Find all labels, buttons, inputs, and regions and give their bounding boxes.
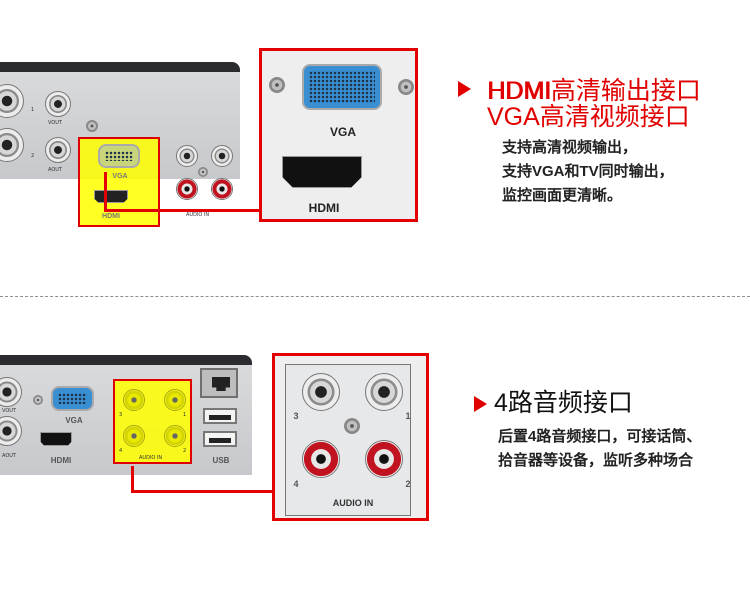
- top-zoom-hdmi-port-icon: [282, 156, 362, 188]
- top-audio-screw-icon: [198, 167, 208, 177]
- bottom-zoom-number-1: 1: [405, 411, 411, 421]
- top-description-line-3: 监控画面更清晰。: [502, 187, 623, 204]
- top-title-hdmi-prefix: HDMI: [488, 77, 552, 105]
- bottom-audio-number-2: 2: [183, 448, 187, 454]
- bottom-small-hdmi-port-icon: [40, 432, 72, 446]
- bottom-zoom-screw-icon: [344, 418, 360, 434]
- top-vout-label: VOUT: [48, 120, 62, 126]
- bottom-zoom-audio-label: AUDIO IN: [332, 498, 374, 508]
- top-description: 支持高清视频输出， 支持VGA和TV同时输出， 监控画面更清晰。: [502, 136, 674, 208]
- bottom-zoom-audio-port-4-icon: [302, 440, 340, 478]
- bottom-vout-label: VOUT: [2, 408, 16, 414]
- bottom-title: 4路音频接口: [494, 389, 633, 417]
- top-connector-line-horizontal: [104, 209, 261, 212]
- bottom-yellow-audio-port-3: [123, 389, 145, 411]
- bottom-device-panel: VOUT AOUT VGA HDMI 3 1 4 2 AUDIO IN USB: [0, 355, 252, 475]
- bottom-zoom-audio-port-1-icon: [365, 373, 403, 411]
- top-number-2: 2: [31, 153, 35, 159]
- section-divider: [0, 296, 750, 297]
- bottom-zoomed-audio-box: 3 1 4 2 AUDIO IN: [272, 353, 429, 521]
- top-description-line-2: 支持VGA和TV同时输出，: [502, 163, 674, 180]
- bottom-small-vga-port-icon: [51, 386, 94, 411]
- bottom-connector-line-horizontal: [131, 490, 274, 493]
- top-title-line-2-text: VGA高清视频接口: [487, 103, 690, 131]
- bottom-audio-number-4: 4: [119, 448, 123, 454]
- top-number-1: 1: [31, 107, 35, 113]
- bottom-zoom-audio-port-3-icon: [302, 373, 340, 411]
- top-description-line-1: 支持高清视频输出，: [502, 139, 638, 156]
- bottom-audio-number-1: 1: [183, 412, 187, 418]
- top-zoom-left-screw-icon: [269, 77, 285, 93]
- top-audio-port-4: [176, 178, 198, 200]
- top-audio-port-1: [211, 145, 233, 167]
- top-connector-line-vertical: [104, 172, 107, 212]
- bottom-zoom-number-2: 2: [405, 479, 411, 489]
- top-audio-label: AUDIO IN: [186, 212, 210, 218]
- top-title-line-1: HDMI高清输出接口: [487, 78, 701, 104]
- top-aout-label: AOUT: [48, 167, 62, 173]
- ethernet-port-icon: [200, 368, 238, 398]
- top-arrow-right-icon: [458, 81, 471, 97]
- top-audio-port-2: [211, 178, 233, 200]
- top-panel-screw-icon: [86, 120, 98, 132]
- bottom-audio-number-3: 3: [119, 412, 123, 418]
- top-title-line-1-text: HDMI高清输出接口: [487, 77, 701, 105]
- bottom-connector-line-vertical: [131, 466, 134, 492]
- bottom-yellow-audio-port-1: [164, 389, 186, 411]
- bottom-small-vga-label: VGA: [65, 416, 83, 425]
- top-small-vga-label: VGA: [112, 173, 128, 180]
- top-title-line-2: VGA高清视频接口: [487, 104, 690, 130]
- bottom-audio-label: AUDIO IN: [139, 455, 163, 461]
- bottom-description: 后置4路音频接口，可接话筒、 拾音器等设备，监听多种场合: [498, 425, 701, 473]
- bottom-zoom-audio-port-2-icon: [365, 440, 403, 478]
- bottom-zoom-number-4: 4: [293, 479, 299, 489]
- top-small-vga-port-icon: [98, 144, 140, 168]
- bottom-zoom-number-3: 3: [293, 411, 299, 421]
- top-device-panel: VOUT AOUT 1 2 VGA HDMI AUDIO IN: [0, 55, 240, 227]
- bottom-yellow-audio-port-2: [164, 425, 186, 447]
- top-small-hdmi-label: HDMI: [102, 213, 120, 220]
- top-aout-port: [45, 137, 71, 163]
- usb-port-bottom-icon: [203, 431, 237, 447]
- bottom-left-screw-icon: [33, 395, 43, 405]
- top-vout-port: [45, 91, 71, 117]
- top-zoomed-vga-hdmi-box: VGA HDMI: [259, 48, 418, 222]
- bottom-description-line-1: 后置4路音频接口，可接话筒、: [498, 428, 702, 445]
- top-small-hdmi-port-icon: [94, 190, 128, 203]
- top-zoom-vga-port-icon: [302, 64, 382, 110]
- top-audio-port-3: [176, 145, 198, 167]
- bottom-usb-label: USB: [212, 456, 230, 465]
- top-zoom-hdmi-label: HDMI: [308, 201, 340, 215]
- bottom-yellow-audio-port-4: [123, 425, 145, 447]
- bottom-description-line-2: 拾音器等设备，监听多种场合: [498, 452, 694, 469]
- top-zoom-right-screw-icon: [398, 79, 414, 95]
- bottom-arrow-right-icon: [474, 396, 487, 412]
- bottom-small-hdmi-label: HDMI: [50, 456, 72, 465]
- top-zoom-vga-label: VGA: [329, 125, 356, 139]
- usb-port-top-icon: [203, 408, 237, 424]
- bottom-aout-label: AOUT: [2, 453, 16, 459]
